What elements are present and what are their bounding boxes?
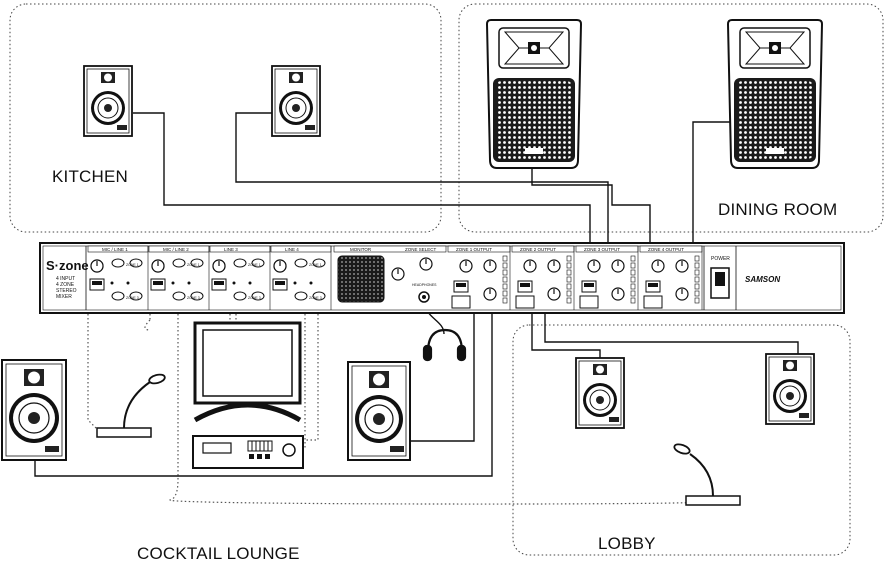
input-3-zone-button-3: [233, 291, 247, 301]
input-3-zone-text-2: ZONE 3: [248, 296, 261, 300]
lounge-speaker-left: [1, 359, 67, 461]
input-1-zone-button-2: [129, 258, 143, 268]
input-channels: MIC / LINE 1 ZONE 1 ZONE 3 MIC / LINE 2 ZONE…: [87, 245, 332, 310]
output-4-bass-knob: [675, 259, 689, 273]
dining-speaker-2: [726, 19, 824, 169]
kitchen-speaker-2: [271, 65, 321, 137]
zone-select-label: ZONE SELECT: [405, 247, 437, 252]
input-2-volume-knob: [151, 259, 165, 273]
input-2-zone-button-3: [172, 291, 186, 301]
input-4-zone-button-1: [294, 258, 308, 268]
mixer-subtitle-3: STEREO: [56, 288, 77, 294]
input-3-zone-button-1: [233, 258, 247, 268]
input-1-zone-button-4: [129, 291, 143, 301]
input-4-zone-text-2: ZONE 3: [309, 296, 322, 300]
mixer-subtitle-2: 4 ZONE: [56, 282, 75, 288]
input-strip-2: MIC / LINE 2 ZONE 1 ZONE 3: [148, 245, 210, 310]
input-label-3: LINE 3: [224, 247, 238, 252]
input-1-zone-button-3: [111, 291, 125, 301]
output-3-button: [579, 295, 599, 309]
output-channels: ZONE 1 OUTPUT ZONE 2 OUTPUT ZONE 3 OUTPUT Z…: [447, 245, 703, 310]
input-4-zone-button-3: [294, 291, 308, 301]
television: [193, 321, 302, 423]
lounge-zone-label: COCKTAIL LOUNGE: [137, 544, 300, 563]
input-4-volume-knob: [273, 259, 287, 273]
input-2-zone-text-2: ZONE 3: [187, 296, 200, 300]
headphones-label: HEADPHONES: [412, 283, 437, 287]
output-label-4: ZONE 4 OUTPUT: [648, 247, 684, 252]
dining-zone-boundary: [458, 3, 884, 233]
lounge-speaker-right: [347, 361, 411, 461]
output-label-1: ZONE 1 OUTPUT: [456, 247, 492, 252]
szone-mixer: S·zone 4 INPUT 4 ZONE STEREO MIXER MIC /…: [39, 242, 845, 314]
lobby-speaker-2: [765, 353, 815, 425]
lobby-microphone: [673, 443, 741, 506]
input-2-zone-button-2: [190, 258, 204, 268]
monitor-section: MONITOR ZONE SELECT HEADPHONES: [333, 245, 447, 303]
input-1-zone-text-1: ZONE 1: [126, 263, 139, 267]
input-label-2: MIC / LINE 2: [163, 247, 189, 252]
input-strip-1: MIC / LINE 1 ZONE 1 ZONE 3: [87, 245, 149, 310]
output-label-2: ZONE 2 OUTPUT: [520, 247, 556, 252]
lobby-zone-label: LOBBY: [598, 534, 656, 553]
output-1-volume-knob: [459, 259, 473, 273]
dining-zone-label: DINING ROOM: [718, 200, 838, 219]
mixer-brand: S·zone: [46, 258, 89, 273]
lobby-speaker-1: [575, 357, 625, 429]
mixer-subtitle-4: MIXER: [56, 294, 72, 300]
output-1-bass-knob: [483, 259, 497, 273]
input-1-zone-text-2: ZONE 3: [126, 296, 139, 300]
input-2-zone-button-1: [172, 258, 186, 268]
output-3-volume-knob: [587, 259, 601, 273]
output-label-3: ZONE 3 OUTPUT: [584, 247, 620, 252]
input-3-zone-button-4: [251, 291, 265, 301]
input-4-zone-text-1: ZONE 1: [309, 263, 322, 267]
power-label: POWER: [711, 256, 730, 262]
lobby-zone-boundary: [512, 324, 851, 556]
input-1-volume-knob: [90, 259, 104, 273]
output-2-volume-knob: [523, 259, 537, 273]
headphones-icon: [422, 328, 467, 362]
kitchen-speaker-1: [83, 65, 133, 137]
kitchen-zone-label: KITCHEN: [52, 167, 129, 186]
input-cables: [87, 310, 701, 505]
input-strip-3: LINE 3 ZONE 1 ZONE 3: [209, 245, 271, 310]
input-4-zone-button-2: [312, 258, 326, 268]
input-label-4: LINE 4: [285, 247, 299, 252]
monitor-label: MONITOR: [350, 247, 372, 252]
output-strip-3: ZONE 3 OUTPUT: [575, 245, 639, 310]
lounge-microphone: [96, 373, 166, 438]
input-3-zone-text-1: ZONE 1: [248, 263, 261, 267]
output-2-treble-knob: [547, 287, 561, 301]
monitor-speaker-grille: [337, 255, 385, 303]
output-strip-2: ZONE 2 OUTPUT: [511, 245, 575, 310]
output-3-treble-knob: [611, 287, 625, 301]
input-label-1: MIC / LINE 1: [102, 247, 128, 252]
dining-speaker-1: [485, 19, 583, 169]
speaker-cables: [34, 112, 799, 477]
output-2-button: [515, 295, 535, 309]
input-1-zone-button-1: [111, 258, 125, 268]
input-3-zone-button-2: [251, 258, 265, 268]
output-3-bass-knob: [611, 259, 625, 273]
output-4-treble-knob: [675, 287, 689, 301]
output-1-button: [451, 295, 471, 309]
input-3-volume-knob: [212, 259, 226, 273]
input-2-zone-button-4: [190, 291, 204, 301]
input-strip-4: LINE 4 ZONE 1 ZONE 3: [270, 245, 332, 310]
kitchen-zone-boundary: [9, 3, 442, 233]
output-2-bass-knob: [547, 259, 561, 273]
output-1-treble-knob: [483, 287, 497, 301]
output-4-volume-knob: [651, 259, 665, 273]
av-receiver: [192, 435, 304, 469]
output-4-button: [643, 295, 663, 309]
output-strip-4: ZONE 4 OUTPUT: [639, 245, 703, 310]
mixer-subtitle-1: 4 INPUT: [56, 276, 75, 282]
input-4-zone-button-4: [312, 291, 326, 301]
output-strip-1: ZONE 1 OUTPUT: [447, 245, 511, 310]
samson-logo: SAMSON: [745, 275, 780, 284]
input-2-zone-text-1: ZONE 1: [187, 263, 200, 267]
